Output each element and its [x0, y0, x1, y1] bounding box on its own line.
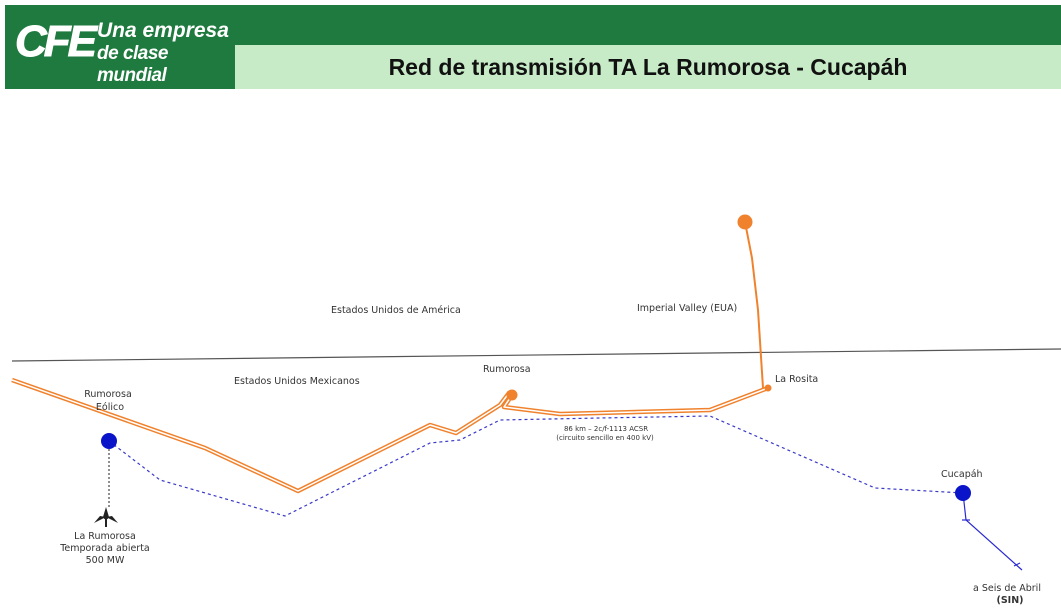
header-bar-bottom	[235, 45, 1061, 89]
cucapah-node	[955, 485, 971, 501]
logo-tagline-1: Una empresa	[97, 19, 229, 42]
rumorosa-label: Rumorosa	[483, 364, 531, 375]
imperial-valley-node	[737, 214, 753, 230]
region-usa-label: Estados Unidos de América	[331, 305, 461, 316]
la-rosita-label: La Rosita	[775, 374, 819, 385]
blue-dashed-route	[108, 415, 964, 517]
page-title: Red de transmisión TA La Rumorosa - Cuca…	[388, 54, 908, 80]
temporada-label-3: 500 MW	[85, 555, 125, 566]
rumorosa-eolico-label-1: Rumorosa	[84, 389, 132, 400]
temporada-label-1: La Rumorosa	[74, 531, 136, 542]
line-spec-2: (circuito sencillo en 400 kV)	[556, 434, 654, 442]
orange-transmission-line	[11, 377, 769, 494]
line-spec-1: 86 km – 2c/f-1113 ACSR	[563, 425, 649, 433]
wind-turbine-icon	[94, 507, 118, 527]
cfe-logo: CFE Una empresa de clase mundial	[5, 5, 235, 89]
imperial-valley-label: Imperial Valley (EUA)	[637, 303, 738, 314]
tick-mark	[1013, 562, 1021, 567]
seis-abril-line	[962, 492, 1023, 571]
cucapah-label: Cucapáh	[941, 469, 983, 480]
logo-mark: CFE	[15, 17, 98, 67]
rumorosa-eolico-label-2: Eólico	[95, 402, 125, 413]
imperial-valley-line	[744, 221, 764, 389]
rumorosa-node	[506, 389, 518, 401]
temporada-label-2: Temporada abierta	[60, 543, 150, 554]
border-line	[11, 348, 1061, 362]
seis-abril-label-2: (SIN)	[996, 595, 1024, 606]
la-rosita-node	[764, 384, 772, 392]
seis-abril-label-1: a Seis de Abril	[973, 583, 1041, 594]
region-mexico-label: Estados Unidos Mexicanos	[234, 376, 360, 387]
rumorosa-eolico-node	[101, 433, 117, 449]
logo-tagline-2: de clase mundial	[97, 43, 169, 86]
header-bar-top	[235, 5, 1061, 45]
